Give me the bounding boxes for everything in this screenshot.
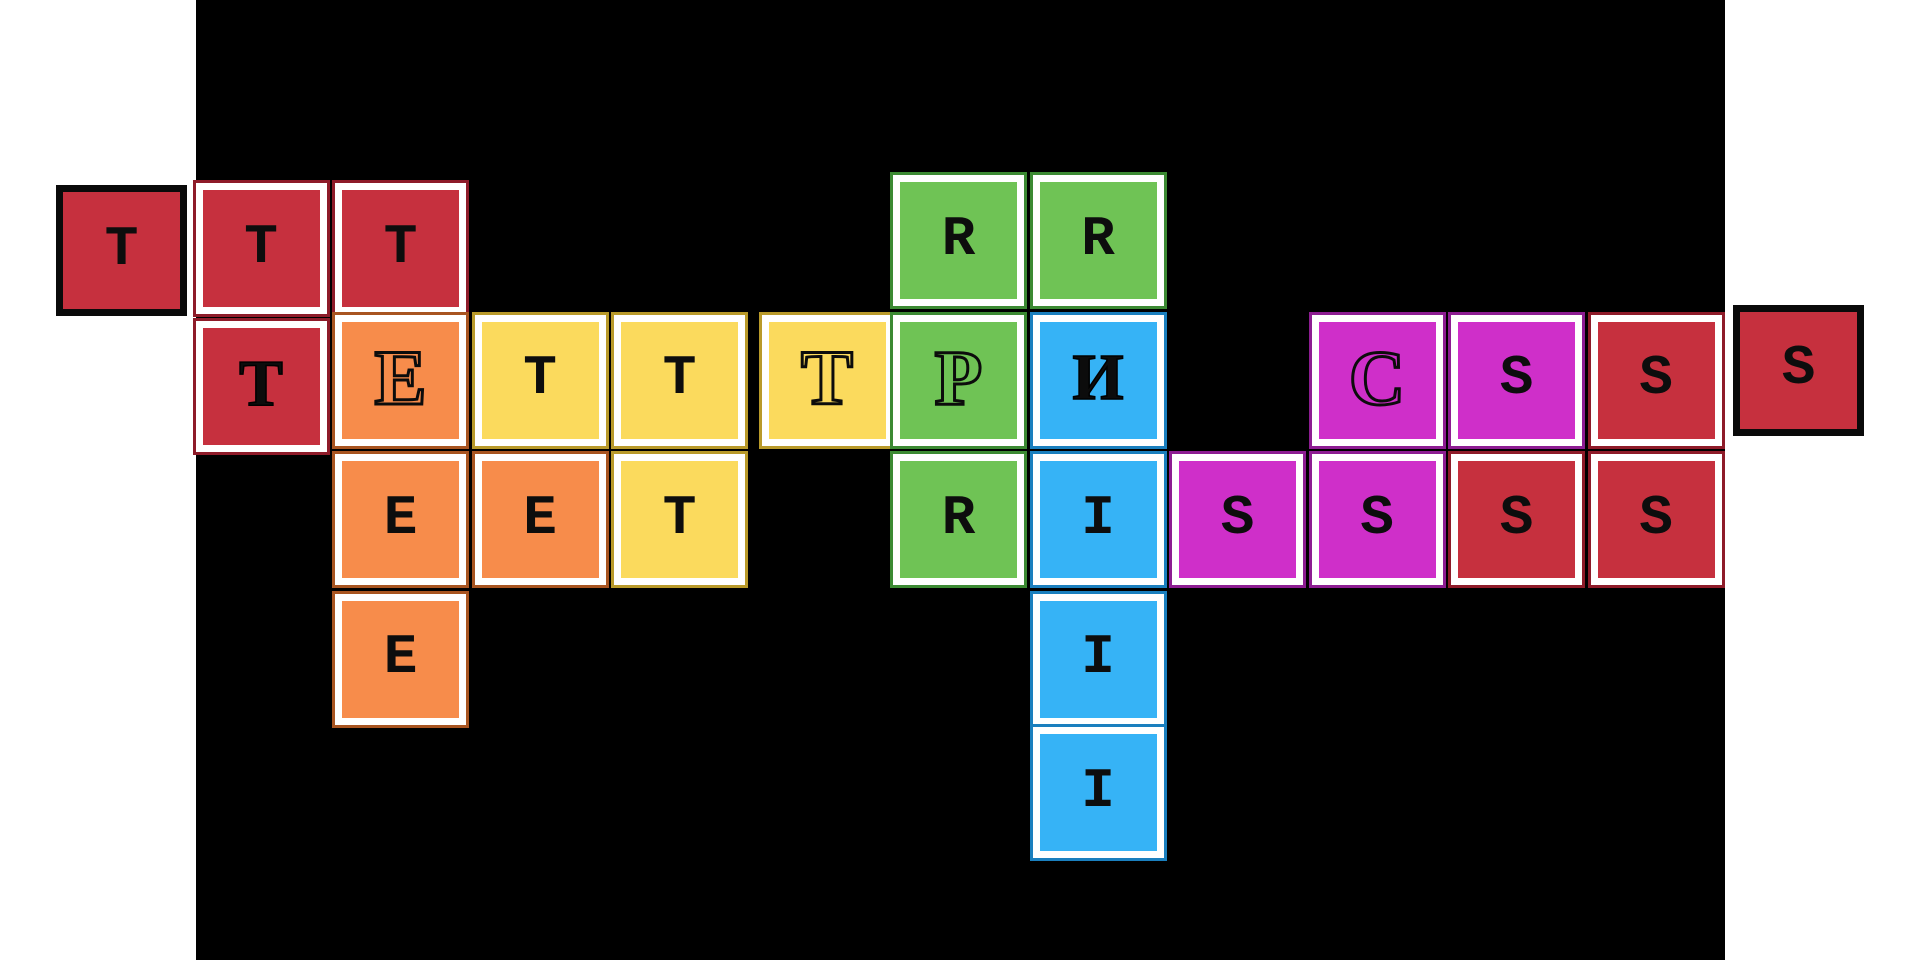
letter-tile[interactable]: S: [1448, 311, 1585, 449]
tile-letter: E: [373, 334, 428, 421]
letter-tile[interactable]: I: [1029, 724, 1167, 861]
tile-letter: R: [941, 485, 976, 550]
tile-letter: E: [383, 625, 418, 689]
letter-tile[interactable]: R: [890, 451, 1027, 588]
letter-tile[interactable]: I: [1029, 451, 1167, 588]
tile-letter: T: [662, 485, 697, 550]
tray-right: [1725, 0, 1920, 960]
tile-letter: R: [1081, 206, 1115, 271]
tile-letter: T: [662, 346, 697, 410]
letter-tile[interactable]: E: [471, 451, 609, 588]
letter-tile[interactable]: T: [56, 185, 187, 316]
tray-left: [0, 0, 196, 960]
tile-letter: И: [1072, 341, 1125, 414]
tile-letter: C: [1347, 334, 1406, 421]
letter-tile[interactable]: P: [890, 311, 1027, 449]
tile-letter: S: [1499, 346, 1534, 410]
tile-letter: S: [1781, 336, 1816, 400]
tile-letter: T: [523, 346, 557, 410]
letter-tile[interactable]: E: [332, 451, 469, 588]
tile-letter: R: [941, 206, 976, 271]
letter-tile[interactable]: I: [1029, 590, 1167, 728]
letter-tile[interactable]: S: [1308, 451, 1446, 588]
tile-letter: S: [1499, 485, 1534, 550]
letter-tile[interactable]: S: [1733, 304, 1864, 436]
letter-tile[interactable]: T: [471, 311, 609, 449]
letter-tile[interactable]: S: [1587, 311, 1725, 449]
letter-tile[interactable]: T: [192, 317, 330, 455]
tile-letter: E: [383, 485, 418, 550]
letter-tile[interactable]: T: [332, 180, 469, 317]
tile-letter: S: [1639, 485, 1673, 550]
letter-tile[interactable]: И: [1029, 311, 1167, 449]
letter-tile[interactable]: R: [1029, 172, 1167, 309]
letter-tile[interactable]: R: [890, 172, 1027, 309]
tile-letter: T: [799, 334, 854, 421]
tile-letter: T: [383, 214, 418, 279]
letter-tile[interactable]: S: [1448, 451, 1585, 588]
tile-letter: T: [244, 214, 278, 279]
letter-tile[interactable]: S: [1169, 451, 1306, 588]
tile-letter: T: [104, 216, 139, 281]
tile-letter: S: [1220, 485, 1255, 550]
letter-tile[interactable]: T: [192, 180, 330, 317]
tile-letter: I: [1081, 485, 1115, 550]
letter-tile[interactable]: T: [758, 311, 896, 449]
tile-letter: S: [1639, 346, 1673, 410]
tile-letter: S: [1360, 485, 1394, 550]
tile-letter: P: [933, 334, 984, 421]
letter-tile[interactable]: T: [611, 451, 748, 588]
letter-tile[interactable]: C: [1308, 311, 1446, 449]
tile-letter: I: [1081, 758, 1115, 823]
tile-letter: I: [1081, 625, 1115, 689]
letter-tile[interactable]: E: [332, 590, 469, 728]
letter-tile[interactable]: T: [611, 311, 748, 449]
tile-letter: E: [523, 485, 557, 550]
tile-letter: T: [238, 347, 284, 420]
letter-tile[interactable]: S: [1587, 451, 1725, 588]
letter-tile[interactable]: E: [332, 311, 469, 449]
